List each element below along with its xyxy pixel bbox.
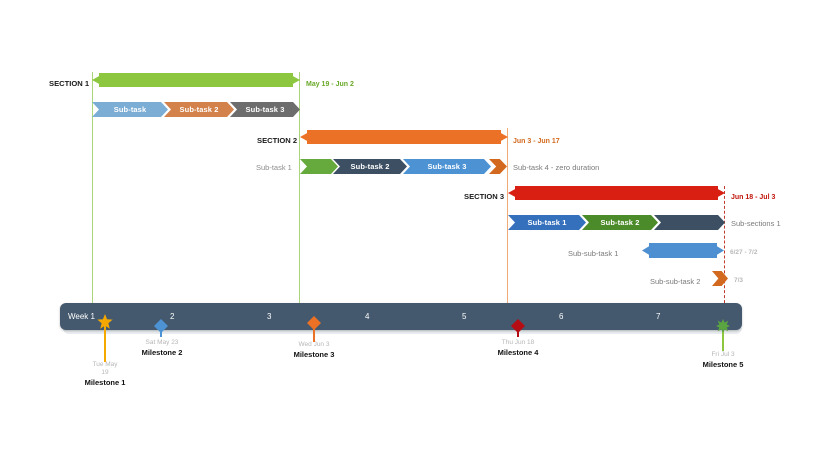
diamond-icon bbox=[154, 319, 168, 333]
bar-subsubtask-1[interactable] bbox=[642, 243, 724, 258]
axis-tick-label: Week 1 bbox=[68, 312, 95, 321]
guide-line-section1-start bbox=[92, 72, 93, 313]
trailing-label-subtask4: Sub-task 4 - zero duration bbox=[513, 163, 600, 172]
bar-subtask-1a[interactable]: Sub-task bbox=[92, 102, 168, 117]
milestone-1-label: Tue May 19 Milestone 1 bbox=[70, 361, 140, 388]
axis-shadow bbox=[63, 328, 742, 334]
date-label-subsubtask2: 7/3 bbox=[734, 277, 744, 284]
axis-tick-label: 4 bbox=[365, 312, 370, 321]
axis-tick-label: 2 bbox=[170, 312, 175, 321]
bar-subsubtask-2[interactable] bbox=[712, 271, 728, 286]
bar-label: Sub-task 2 bbox=[600, 218, 640, 227]
axis-tick-week-7: 7 bbox=[656, 303, 660, 330]
date-label-section3: Jun 18 - Jul 3 bbox=[731, 194, 776, 201]
axis-tick-label: 5 bbox=[462, 312, 467, 321]
milestone-date: Sat May 23 bbox=[145, 339, 179, 346]
axis-tick-label: 3 bbox=[267, 312, 272, 321]
bar-subtask-2b[interactable]: Sub-task 2 bbox=[333, 159, 407, 174]
milestone-4[interactable] bbox=[511, 319, 525, 337]
bar-subsection-3c[interactable] bbox=[654, 215, 725, 230]
guide-line-section3-end bbox=[724, 186, 725, 313]
milestone-name: Milestone 5 bbox=[702, 360, 744, 369]
row-label-section3: SECTION 3 bbox=[464, 192, 505, 201]
diamond-icon bbox=[511, 319, 525, 333]
axis-tick-week-3: 3 bbox=[267, 303, 271, 330]
bar-label: Sub-task 1 bbox=[527, 218, 567, 227]
diamond-icon bbox=[307, 316, 321, 330]
date-label-section2: Jun 3 - Jun 17 bbox=[513, 138, 560, 145]
axis-tick-label: 6 bbox=[559, 312, 564, 321]
date-label-section1: May 19 - Jun 2 bbox=[306, 81, 354, 88]
guide-line-section1-end bbox=[299, 72, 300, 313]
bar-subtask-1b[interactable]: Sub-task 2 bbox=[164, 102, 234, 117]
milestone-name: Milestone 2 bbox=[141, 348, 183, 357]
axis-tick-week-1: Week 1 bbox=[68, 303, 95, 330]
axis-tick-week-6: 6 bbox=[559, 303, 563, 330]
bar-label: Sub-task 3 bbox=[245, 105, 285, 114]
axis-tick-label: 7 bbox=[656, 312, 661, 321]
milestone-date: Wed Jun 3 bbox=[298, 341, 330, 348]
row-label-subtask1-section2: Sub-task 1 bbox=[256, 163, 292, 172]
row-label-subsubtask2: Sub-sub-task 2 bbox=[650, 277, 701, 286]
bar-subtask-3b[interactable]: Sub-task 2 bbox=[582, 215, 658, 230]
milestone-name: Milestone 3 bbox=[293, 350, 335, 359]
trailing-label-subsections1: Sub-sections 1 bbox=[731, 219, 781, 228]
milestone-stem bbox=[722, 326, 724, 351]
milestone-4-label: Thu Jun 18 Milestone 4 bbox=[482, 339, 554, 358]
burst-icon bbox=[716, 319, 730, 333]
milestone-3[interactable] bbox=[307, 316, 321, 342]
axis-tick-week-2: 2 bbox=[170, 303, 174, 330]
axis-tick-week-4: 4 bbox=[365, 303, 369, 330]
row-label-section1: SECTION 1 bbox=[49, 79, 90, 88]
bar-label: Sub-task 3 bbox=[427, 162, 467, 171]
date-label-subsubtask1: 6/27 - 7/2 bbox=[730, 249, 758, 256]
milestone-1[interactable] bbox=[97, 314, 113, 362]
milestone-5[interactable] bbox=[716, 319, 730, 351]
bar-subtask-3a[interactable]: Sub-task 1 bbox=[508, 215, 586, 230]
milestone-name: Milestone 1 bbox=[84, 378, 126, 387]
axis-tick-week-5: 5 bbox=[462, 303, 466, 330]
bar-label: Sub-task 2 bbox=[179, 105, 219, 114]
bar-subtask-2c[interactable]: Sub-task 3 bbox=[403, 159, 491, 174]
milestone-date: Fri Jul 3 bbox=[711, 351, 735, 358]
bar-section3[interactable] bbox=[508, 186, 725, 200]
bar-subtask-2d-zero-duration[interactable] bbox=[489, 159, 507, 174]
milestone-stem bbox=[104, 322, 106, 362]
row-label-section2: SECTION 2 bbox=[257, 136, 298, 145]
bar-subtask-1c[interactable]: Sub-task 3 bbox=[230, 102, 300, 117]
milestone-stem bbox=[313, 323, 315, 342]
milestone-date: Tue May 19 bbox=[92, 361, 118, 376]
bar-section1[interactable] bbox=[92, 73, 300, 87]
bar-label: Sub-task 2 bbox=[350, 162, 390, 171]
bar-subtask-2a[interactable] bbox=[300, 159, 338, 174]
milestone-5-label: Fri Jul 3 Milestone 5 bbox=[687, 351, 759, 370]
milestone-name: Milestone 4 bbox=[497, 348, 539, 357]
milestone-2[interactable] bbox=[154, 319, 168, 337]
milestone-3-label: Wed Jun 3 Milestone 3 bbox=[279, 341, 349, 360]
star-icon bbox=[97, 314, 113, 329]
milestone-date: Thu Jun 18 bbox=[501, 339, 535, 346]
bar-section2[interactable] bbox=[300, 130, 508, 144]
timeline-axis[interactable]: Week 1 2 3 4 5 6 7 bbox=[60, 303, 742, 330]
guide-line-section2-end bbox=[507, 128, 508, 313]
milestone-2-label: Sat May 23 Milestone 2 bbox=[126, 339, 198, 358]
row-label-subsubtask1: Sub-sub-task 1 bbox=[568, 249, 619, 258]
bar-label: Sub-task bbox=[113, 105, 147, 114]
